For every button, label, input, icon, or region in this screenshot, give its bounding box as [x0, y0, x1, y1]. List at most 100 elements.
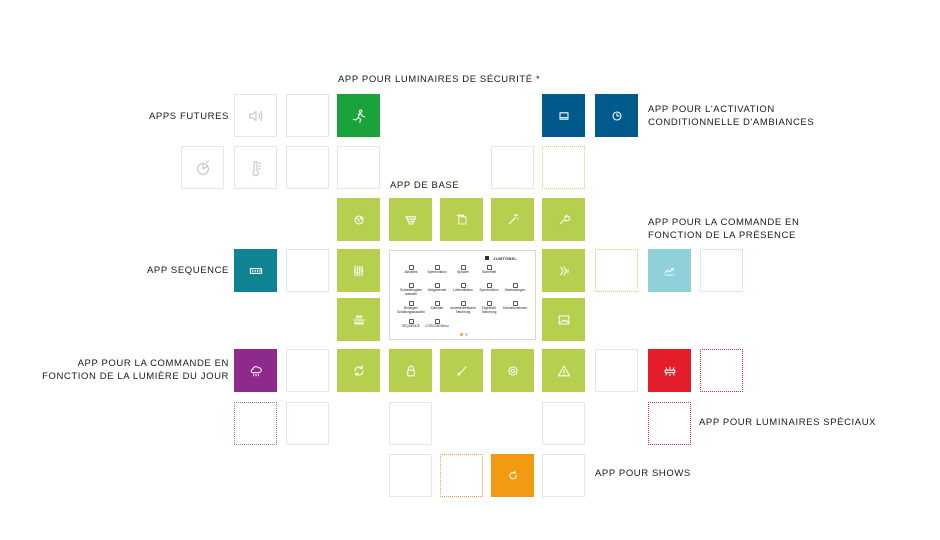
daylight-sensor-icon: [196, 159, 209, 175]
screen-menu-item: [450, 319, 476, 334]
presence-app-tile[interactable]: [648, 249, 691, 292]
brush-icon: [456, 365, 467, 376]
window-icon: [558, 111, 569, 120]
menu-item-icon: [486, 265, 492, 270]
special-luminaire-app-tile[interactable]: [648, 349, 691, 392]
screen-menu-item[interactable]: Bedingter Schaltungsauswahl: [397, 301, 425, 316]
menu-item-label: Schutzfunktionen: [502, 306, 528, 310]
screen-menu-item[interactable]: Sperrfunktion: [424, 265, 450, 280]
menu-item-icon: [408, 265, 414, 270]
base-select-tile[interactable]: [440, 198, 483, 241]
screen-menu-item[interactable]: Sicherheit: [476, 265, 502, 280]
placeholder-tile: [286, 146, 329, 189]
future-moon-tile[interactable]: [181, 146, 224, 189]
label-sequence: APP SEQUENCE: [147, 265, 229, 276]
menu-item-icon: [434, 283, 440, 288]
sequence-app-tile[interactable]: [234, 249, 277, 292]
base-globe-tile[interactable]: [337, 198, 380, 241]
base-refresh-tile[interactable]: [337, 349, 380, 392]
base-lock-tile[interactable]: [389, 349, 432, 392]
base-presence-tile[interactable]: [542, 249, 585, 292]
menu-item-label: Anwesenheitslicht Steuerung: [450, 306, 476, 314]
running-man-icon: [352, 108, 365, 123]
screen-menu-item[interactable]: LITECOM Menu: [424, 319, 450, 334]
base-sliders-tile[interactable]: [337, 249, 380, 292]
menu-item-icon: [460, 265, 466, 270]
wrench-icon: [558, 214, 570, 225]
screen-menu-item[interactable]: Zeitgesteuert: [424, 283, 450, 298]
ambiance-app-tile-1[interactable]: [542, 94, 585, 137]
menu-item-icon: [408, 319, 414, 324]
menu-item-label: Sperrfunktion: [427, 270, 447, 274]
distribute-icon: [352, 314, 365, 325]
base-gallery-tile[interactable]: [542, 298, 585, 341]
screen-menu-item[interactable]: Sprache: [450, 265, 476, 280]
base-brush-tile[interactable]: [440, 349, 483, 392]
menu-item-icon: [512, 283, 518, 288]
menu-item-icon: [486, 283, 492, 288]
placeholder-tile: [389, 454, 432, 497]
menu-item-label: Sicherheit: [481, 270, 497, 274]
label-lumiere-jour: APP POUR LA COMMANDE EN FONCTION DE LA L…: [42, 358, 229, 382]
base-wand-tile[interactable]: [491, 198, 534, 241]
label-speciaux: APP POUR LUMINAIRES SPÉCIAUX: [699, 417, 877, 428]
menu-item-icon: [486, 301, 492, 306]
screen-menu-item[interactable]: Überlastungen: [502, 283, 528, 298]
base-tools-tile[interactable]: [542, 198, 585, 241]
warning-icon: [557, 365, 570, 376]
label-securite: APP POUR LUMINAIRES DE SÉCURITÉ *: [338, 74, 541, 85]
placeholder-tile: [286, 402, 329, 445]
menu-item-icon: [512, 301, 518, 306]
ambiance-app-tile-2[interactable]: [595, 94, 638, 137]
page-dot: [465, 333, 468, 336]
placeholder-tile: [286, 349, 329, 392]
daylight-app-tile[interactable]: [234, 349, 277, 392]
screen-menu-item: [476, 319, 502, 334]
screen-menu-item[interactable]: Luftventilation: [450, 283, 476, 298]
placeholder-tile: [542, 454, 585, 497]
menu-item-icon: [408, 301, 414, 306]
lock-icon: [406, 365, 415, 376]
screen-menu-item[interactable]: Sperrfunktion: [476, 283, 502, 298]
screen-menu-item[interactable]: Anwesenheitslicht Steuerung: [450, 301, 476, 316]
screen-menu-item[interactable]: Aktuelles: [398, 265, 424, 280]
brand-logo-icon: [485, 256, 489, 260]
screen-menu-item[interactable]: Tageslicht Steuerung: [476, 301, 502, 316]
screen-menu-item[interactable]: Kalender: [424, 301, 450, 316]
label-futures: APPS FUTURES: [148, 111, 229, 122]
menu-item-label: Überlastungen: [504, 288, 526, 292]
menu-item-icon: [460, 301, 466, 306]
screen-brand: ZUMTOBEL: [493, 256, 517, 261]
screen-menu-item: [502, 319, 528, 334]
magic-wand-icon: [507, 213, 518, 225]
shows-app-tile[interactable]: [491, 454, 534, 497]
base-warning-tile[interactable]: [542, 349, 585, 392]
screen-menu-item: [502, 265, 528, 280]
base-distribute-tile[interactable]: [337, 298, 380, 341]
menu-item-icon: [460, 283, 466, 288]
menu-item-icon: [434, 301, 440, 306]
placeholder-tile: [542, 146, 585, 189]
screen-menu-item[interactable]: Schutzfunktionen: [502, 301, 528, 316]
future-thermo-tile[interactable]: [234, 146, 277, 189]
placeholder-tile: [389, 402, 432, 445]
menu-item-label: SEQUENCE: [402, 324, 420, 328]
base-settings-tile[interactable]: [491, 349, 534, 392]
menu-item-label: Sperrfunktion: [479, 288, 499, 292]
menu-item-icon: [408, 283, 414, 288]
future-speaker-tile[interactable]: [234, 94, 277, 137]
menu-item-label: Zeitgesteuert: [427, 288, 447, 292]
sequence-icon: [249, 267, 262, 274]
menu-item-label: Luftventilation: [453, 288, 473, 292]
menu-item-label: Kalender: [430, 306, 444, 310]
security-app-tile[interactable]: [337, 94, 380, 137]
base-dimmer-tile[interactable]: [389, 198, 432, 241]
screen-menu-item[interactable]: SEQUENCE: [398, 319, 424, 334]
placeholder-tile: [337, 146, 380, 189]
placeholder-tile: [286, 249, 329, 292]
select-area-icon: [456, 214, 467, 225]
gear-icon: [507, 365, 518, 376]
screen-menu-item[interactable]: Schnelleingabe auswahl: [398, 283, 424, 298]
placeholder-tile: [542, 402, 585, 445]
